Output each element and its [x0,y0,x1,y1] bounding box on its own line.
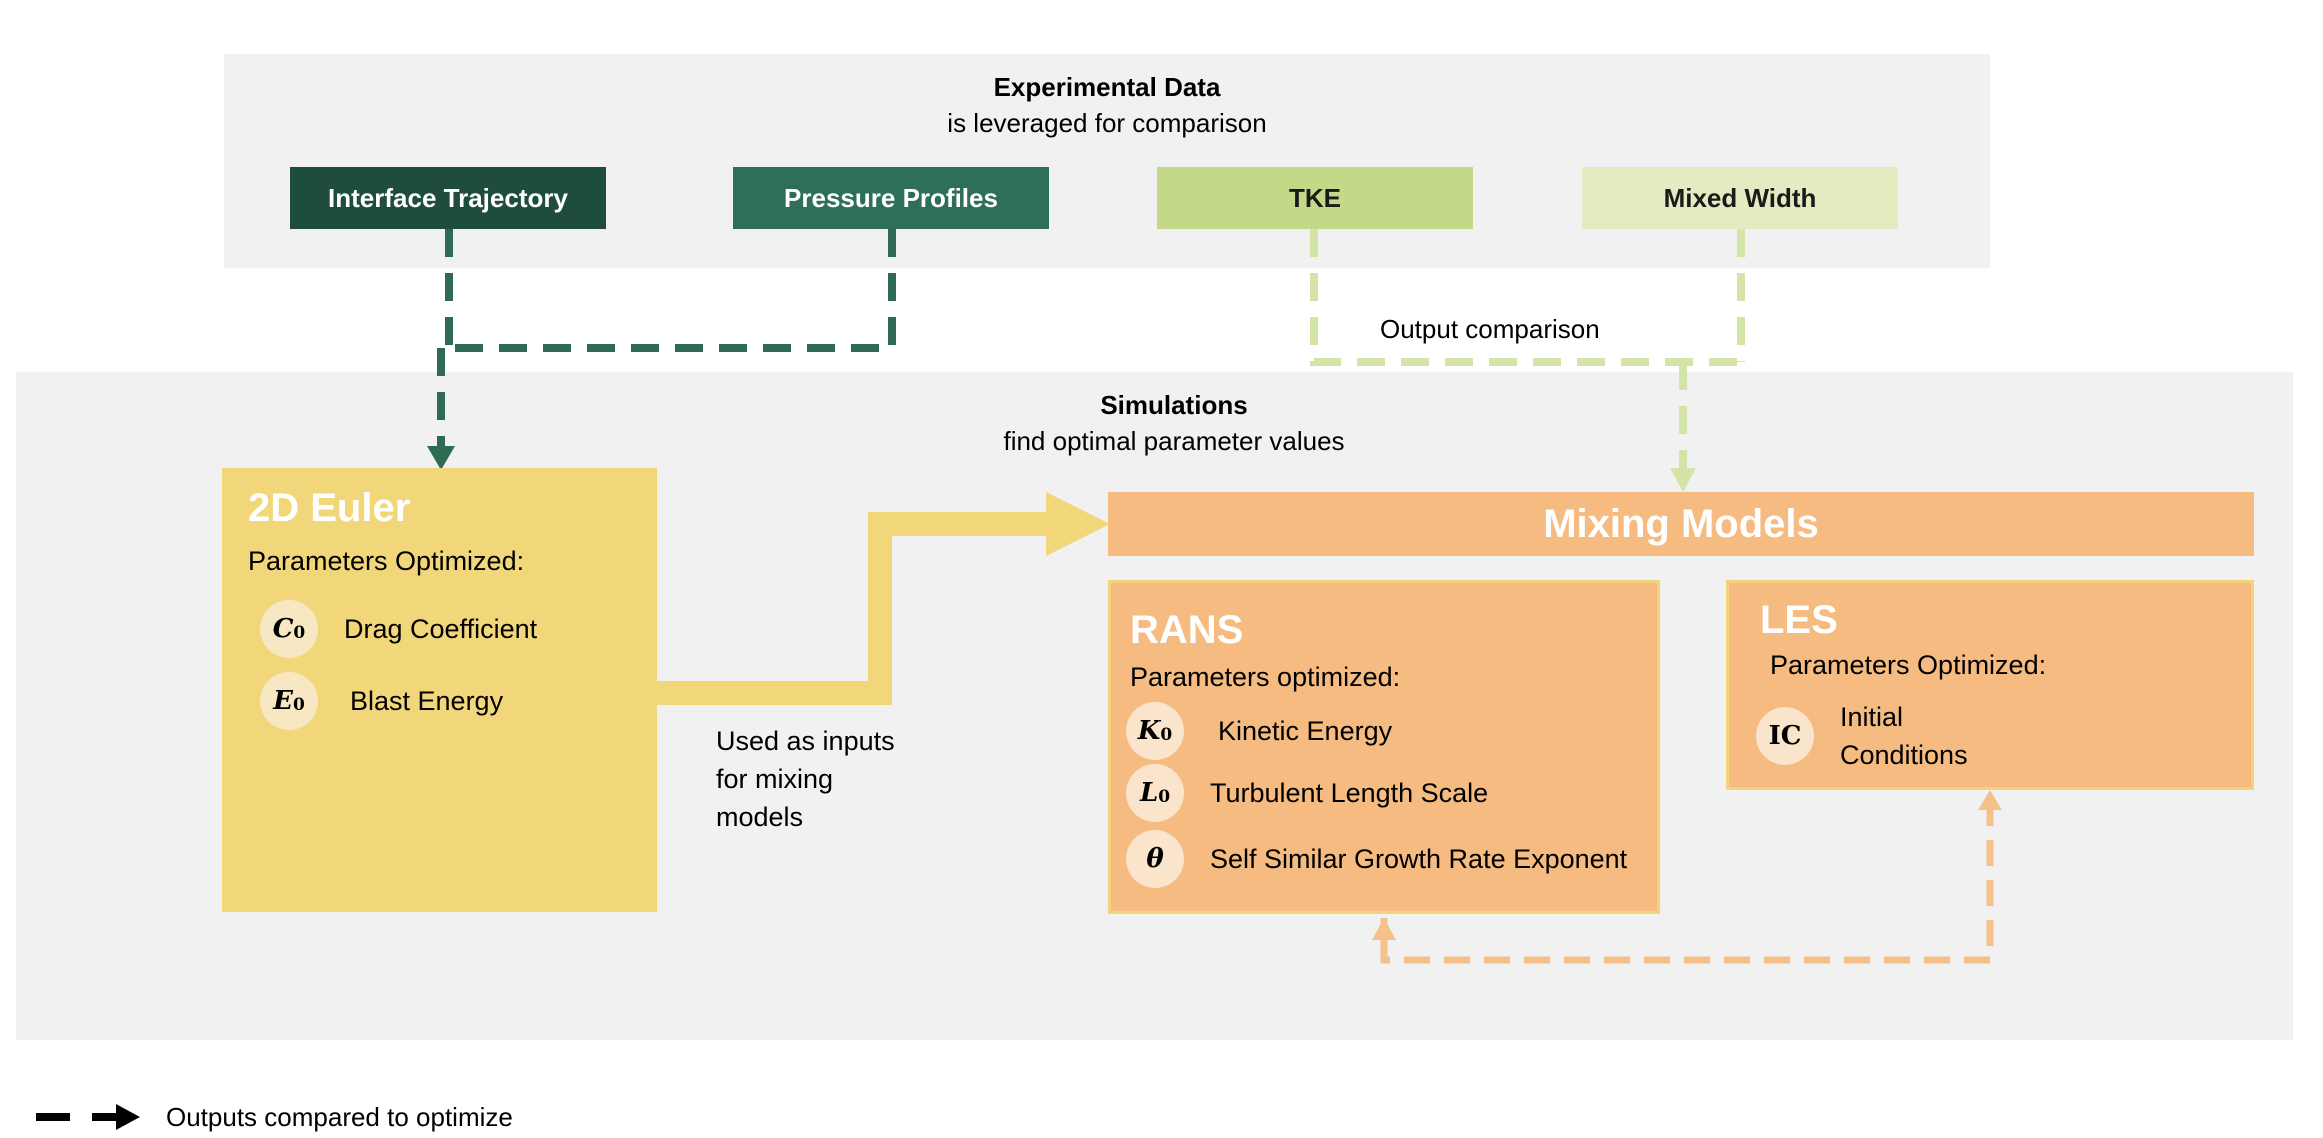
symbol-letter: C [272,614,294,644]
initial-conditions-line1: Initial [1840,702,1904,732]
drag-coefficient-label: Drag Coefficient [344,613,538,644]
rans-title: RANS [1130,608,1244,652]
simulations-subtitle: find optimal parameter values [1003,426,1345,456]
symbol-subscript: 0 [1158,787,1171,807]
dashed-connector-tke [1310,229,1741,366]
initial-conditions-label: Initial Conditions [1840,698,1968,774]
euler-to-mixing-arrow [657,512,1052,705]
euler-title: 2D Euler [248,486,411,530]
simulations-title: Simulations [1100,390,1248,420]
mixing-models-title: Mixing Models [1543,501,1819,546]
blast-energy-label: Blast Energy [350,685,504,716]
growth-exponent-label: Self Similar Growth Rate Exponent [1210,843,1628,874]
les-params-label: Parameters Optimized: [1770,650,2047,680]
rans-box [1108,580,1660,914]
tag-tke: TKE [1157,167,1473,229]
legend-arrowhead [116,1104,140,1130]
tag-label: TKE [1289,182,1341,213]
euler-to-mixing-arrowhead [1046,492,1110,556]
growth-exponent-symbol: θ [1126,830,1184,888]
tag-mixed-width: Mixed Width [1582,167,1898,229]
kinetic-energy-label: Kinetic Energy [1218,715,1393,746]
dashed-connector-rans-les [1380,808,1994,964]
inputs-label-line2: for mixing [716,764,834,794]
experimental-data-title: Experimental Data [993,72,1221,102]
symbol-subscript: 0 [293,623,306,643]
arrowhead-to-mixing [1670,468,1696,492]
arrowhead-to-les [1978,790,2002,810]
symbol-letter: θ [1146,844,1164,874]
length-scale-label: Turbulent Length Scale [1210,777,1489,808]
tag-label: Interface Trajectory [328,182,568,213]
symbol-letter: E [273,686,293,716]
symbol-letter: IC [1768,721,1802,751]
symbol-subscript: 0 [292,695,305,715]
inputs-label-line1: Used as inputs [716,726,895,756]
experimental-data-subtitle: is leveraged for comparison [947,108,1267,138]
les-title: LES [1760,598,1838,642]
legend-dash [36,1113,70,1121]
euler-params-label: Parameters Optimized: [248,546,525,576]
legend-arrow-shaft [92,1113,118,1121]
tag-label: Pressure Profiles [784,182,998,213]
inputs-label: Used as inputs for mixing models [716,722,895,836]
rans-params-label: Parameters optimized: [1130,662,1401,692]
symbol-subscript: 0 [1160,725,1173,745]
tag-interface-trajectory: Interface Trajectory [290,167,606,229]
output-comparison-label: Output comparison [1380,314,1600,344]
rans-param-growth: θ Self Similar Growth Rate Exponent [1126,830,1627,888]
experimental-data-panel [224,54,1990,268]
les-box [1726,580,2254,790]
mixing-models-header: Mixing Models [1108,492,2254,556]
tag-label: Mixed Width [1663,182,1817,213]
dashed-connector-pressure [446,229,896,352]
inputs-label-line3: models [716,802,804,832]
les-param-ic: IC Initial Conditions [1756,698,1968,774]
initial-conditions-line2: Conditions [1840,740,1968,770]
symbol-letter: K [1137,716,1161,746]
symbol-letter: L [1139,778,1159,808]
initial-conditions-symbol: IC [1756,707,1814,765]
legend-label: Outputs compared to optimize [166,1102,513,1132]
tag-pressure-profiles: Pressure Profiles [733,167,1049,229]
arrowhead-to-euler [427,446,455,470]
